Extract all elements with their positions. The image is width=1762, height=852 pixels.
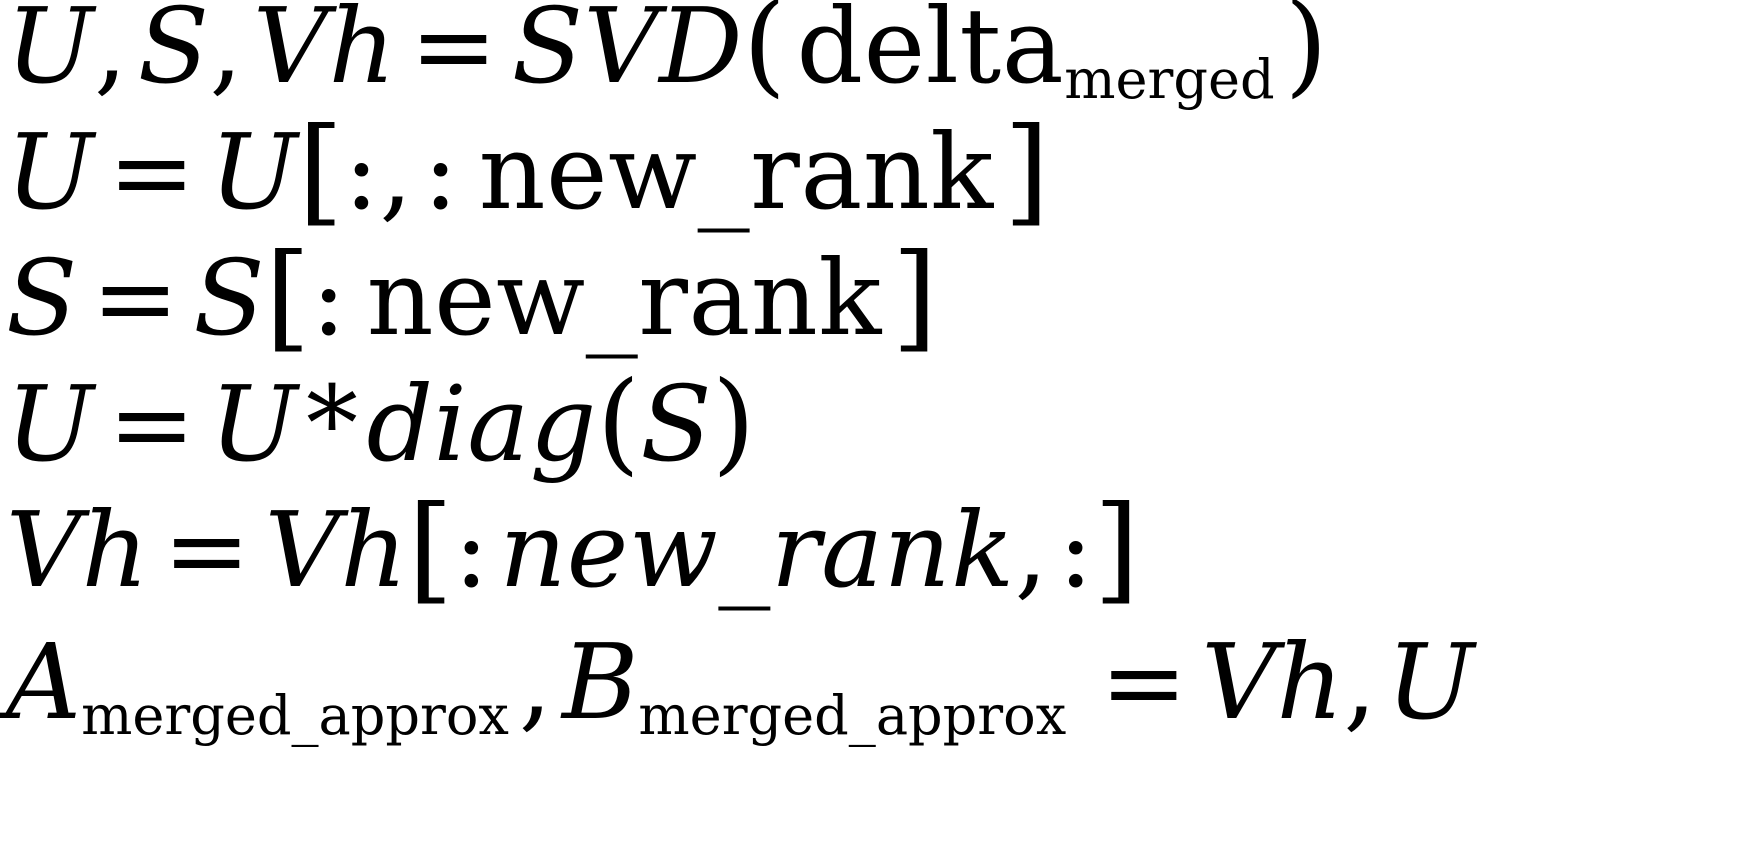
equation-line-3: S=S[:new_rank] xyxy=(6,239,938,355)
equals-sign: = xyxy=(163,489,251,611)
colon: : xyxy=(343,111,380,233)
index-new-rank: new_rank xyxy=(499,489,1015,611)
variable-S: S xyxy=(137,0,210,107)
comma: , xyxy=(1014,489,1049,611)
close-bracket: ] xyxy=(1003,103,1050,239)
variable-Vh: Vh xyxy=(253,0,397,107)
open-bracket: [ xyxy=(297,103,344,239)
variable-U: U xyxy=(6,363,95,485)
equals-sign: = xyxy=(410,0,498,107)
comma: , xyxy=(379,111,414,233)
open-paren: ( xyxy=(596,358,641,486)
subscript-merged-approx: merged_approx xyxy=(81,684,509,748)
comma: , xyxy=(1343,621,1377,743)
comma: , xyxy=(94,0,128,107)
function-SVD: SVD xyxy=(511,0,743,107)
open-bracket: [ xyxy=(407,481,454,617)
close-bracket: ] xyxy=(891,229,938,365)
open-paren: ( xyxy=(743,0,787,108)
argument-S: S xyxy=(640,363,713,485)
comma: , xyxy=(518,621,552,743)
open-bracket: [ xyxy=(265,229,312,365)
equals-sign: = xyxy=(108,363,196,485)
colon: : xyxy=(423,111,459,233)
equals-sign: = xyxy=(108,111,196,233)
variable-Vh: Vh xyxy=(264,489,408,611)
variable-B: B xyxy=(561,621,639,743)
comma: , xyxy=(209,0,244,107)
multiplication-operator: * xyxy=(305,363,359,485)
function-diag: diag xyxy=(366,363,597,485)
equation-line-1: U,S,Vh=SVD(deltamerged) xyxy=(6,0,1328,107)
variable-S: S xyxy=(6,237,78,359)
index-new-rank: new_rank xyxy=(366,237,882,359)
subscript-merged: merged xyxy=(1064,48,1275,112)
argument-delta: delta xyxy=(796,0,1065,107)
close-paren: ) xyxy=(712,358,756,486)
variable-U: U xyxy=(209,363,298,485)
equation-line-2: U=U[:,:new_rank] xyxy=(6,113,1050,229)
equals-sign: = xyxy=(91,237,180,359)
close-paren: ) xyxy=(1284,0,1329,108)
variable-Vh: Vh xyxy=(6,489,150,611)
variable-U: U xyxy=(209,111,298,233)
close-bracket: ] xyxy=(1093,481,1140,617)
colon: : xyxy=(1058,489,1094,611)
variable-Vh: Vh xyxy=(1201,621,1344,743)
index-new-rank: new_rank xyxy=(478,111,994,233)
subscript-merged-approx: merged_approx xyxy=(638,684,1067,748)
colon: : xyxy=(453,489,490,611)
equation-line-5: Vh=Vh[:new_rank,:] xyxy=(6,491,1140,607)
equation-line-4: U=U*diag(S) xyxy=(6,367,756,477)
variable-U: U xyxy=(6,0,95,107)
equation-line-6: Amerged_approx,Bmerged_approx=Vh,U xyxy=(6,630,1474,743)
variable-A: A xyxy=(6,621,82,743)
variable-U: U xyxy=(1386,621,1475,743)
variable-S: S xyxy=(193,237,266,359)
equals-sign: = xyxy=(1100,621,1188,743)
colon: : xyxy=(311,237,347,359)
variable-U: U xyxy=(6,111,95,233)
